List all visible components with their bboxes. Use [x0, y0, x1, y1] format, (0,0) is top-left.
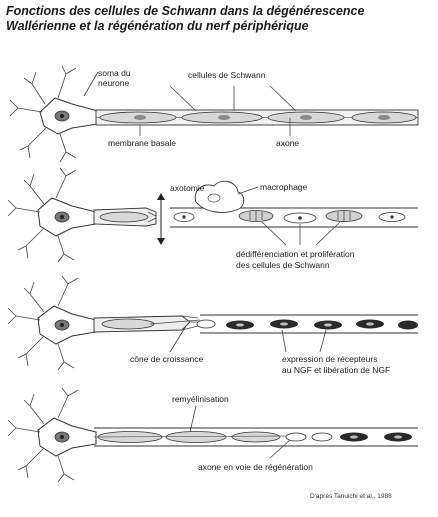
label-axotomy: axotomie	[170, 183, 205, 193]
regrowing-axon-3	[93, 315, 201, 333]
label-ngf-line-2: au NGF et libération de NGF	[282, 365, 390, 375]
label-axon: axone	[276, 138, 299, 148]
ngf-schwann-cell	[398, 320, 418, 330]
label-basal-membrane: membrane basale	[108, 138, 176, 148]
neuron-soma-2	[7, 167, 97, 263]
label-remyelination: remyélinisation	[172, 394, 229, 404]
ngf-tube-3	[196, 314, 418, 334]
leader-growth-cone	[169, 325, 187, 353]
label-schwann-cells: cellules de Schwann	[188, 70, 266, 80]
leader-schwann	[169, 85, 297, 112]
panel-axotomy: axotomie macrophage dédifférenciation et…	[7, 167, 418, 270]
leader-soma	[83, 71, 99, 97]
title-line-2: Wallérienne et la régénération du nerf p…	[6, 19, 309, 33]
schwann-cell	[165, 431, 227, 443]
schwann-cell	[311, 432, 333, 442]
label-dediff-line-2: des cellules de Schwann	[236, 260, 330, 270]
leader-remyelination	[189, 405, 197, 433]
neuron-soma-1	[9, 65, 99, 163]
axotomy-arrow	[157, 193, 165, 245]
title-line-1: Fonctions des cellules de Schwann dans l…	[6, 4, 365, 18]
leader-macrophage	[237, 186, 259, 195]
proximal-stump-2	[93, 207, 157, 227]
macrophage-cell	[194, 180, 245, 213]
panel-growth-cone: cône de croissance expression de récepte…	[7, 275, 418, 375]
panel-remyelination: remyélinisation axone en voie de régénér…	[7, 387, 418, 483]
neuron-soma-3	[7, 275, 97, 371]
remyelinated-axon-4	[93, 427, 418, 447]
label-ngf-line-1: expression de récepteurs	[282, 354, 377, 364]
label-soma-line-2: neurone	[98, 78, 129, 88]
schwann-cell	[231, 431, 281, 443]
label-dediff-line-1: dédifférenciation et prolifération	[236, 249, 355, 259]
diagram-title: Fonctions des cellules de Schwann dans l…	[6, 4, 434, 34]
schwann-cell	[196, 319, 216, 329]
panel-intact-nerve: soma du neurone cellules de Schwann memb…	[9, 65, 419, 163]
leader-dediff	[261, 221, 341, 246]
myelinated-axon-1	[95, 109, 419, 126]
distal-segment-2	[170, 207, 418, 228]
label-macrophage: macrophage	[260, 182, 308, 192]
schwann-cell	[285, 432, 307, 442]
neuron-soma-4	[7, 387, 97, 483]
leader-regen-axon	[269, 439, 291, 459]
label-soma-line-1: soma du	[98, 68, 131, 78]
source-credit: D'après Tanuichi et al., 1988	[310, 493, 392, 500]
label-growth-cone: cône de croissance	[130, 354, 204, 364]
leader-ngf	[281, 329, 327, 353]
label-regen-axon: axone en voie de régénération	[198, 462, 313, 472]
